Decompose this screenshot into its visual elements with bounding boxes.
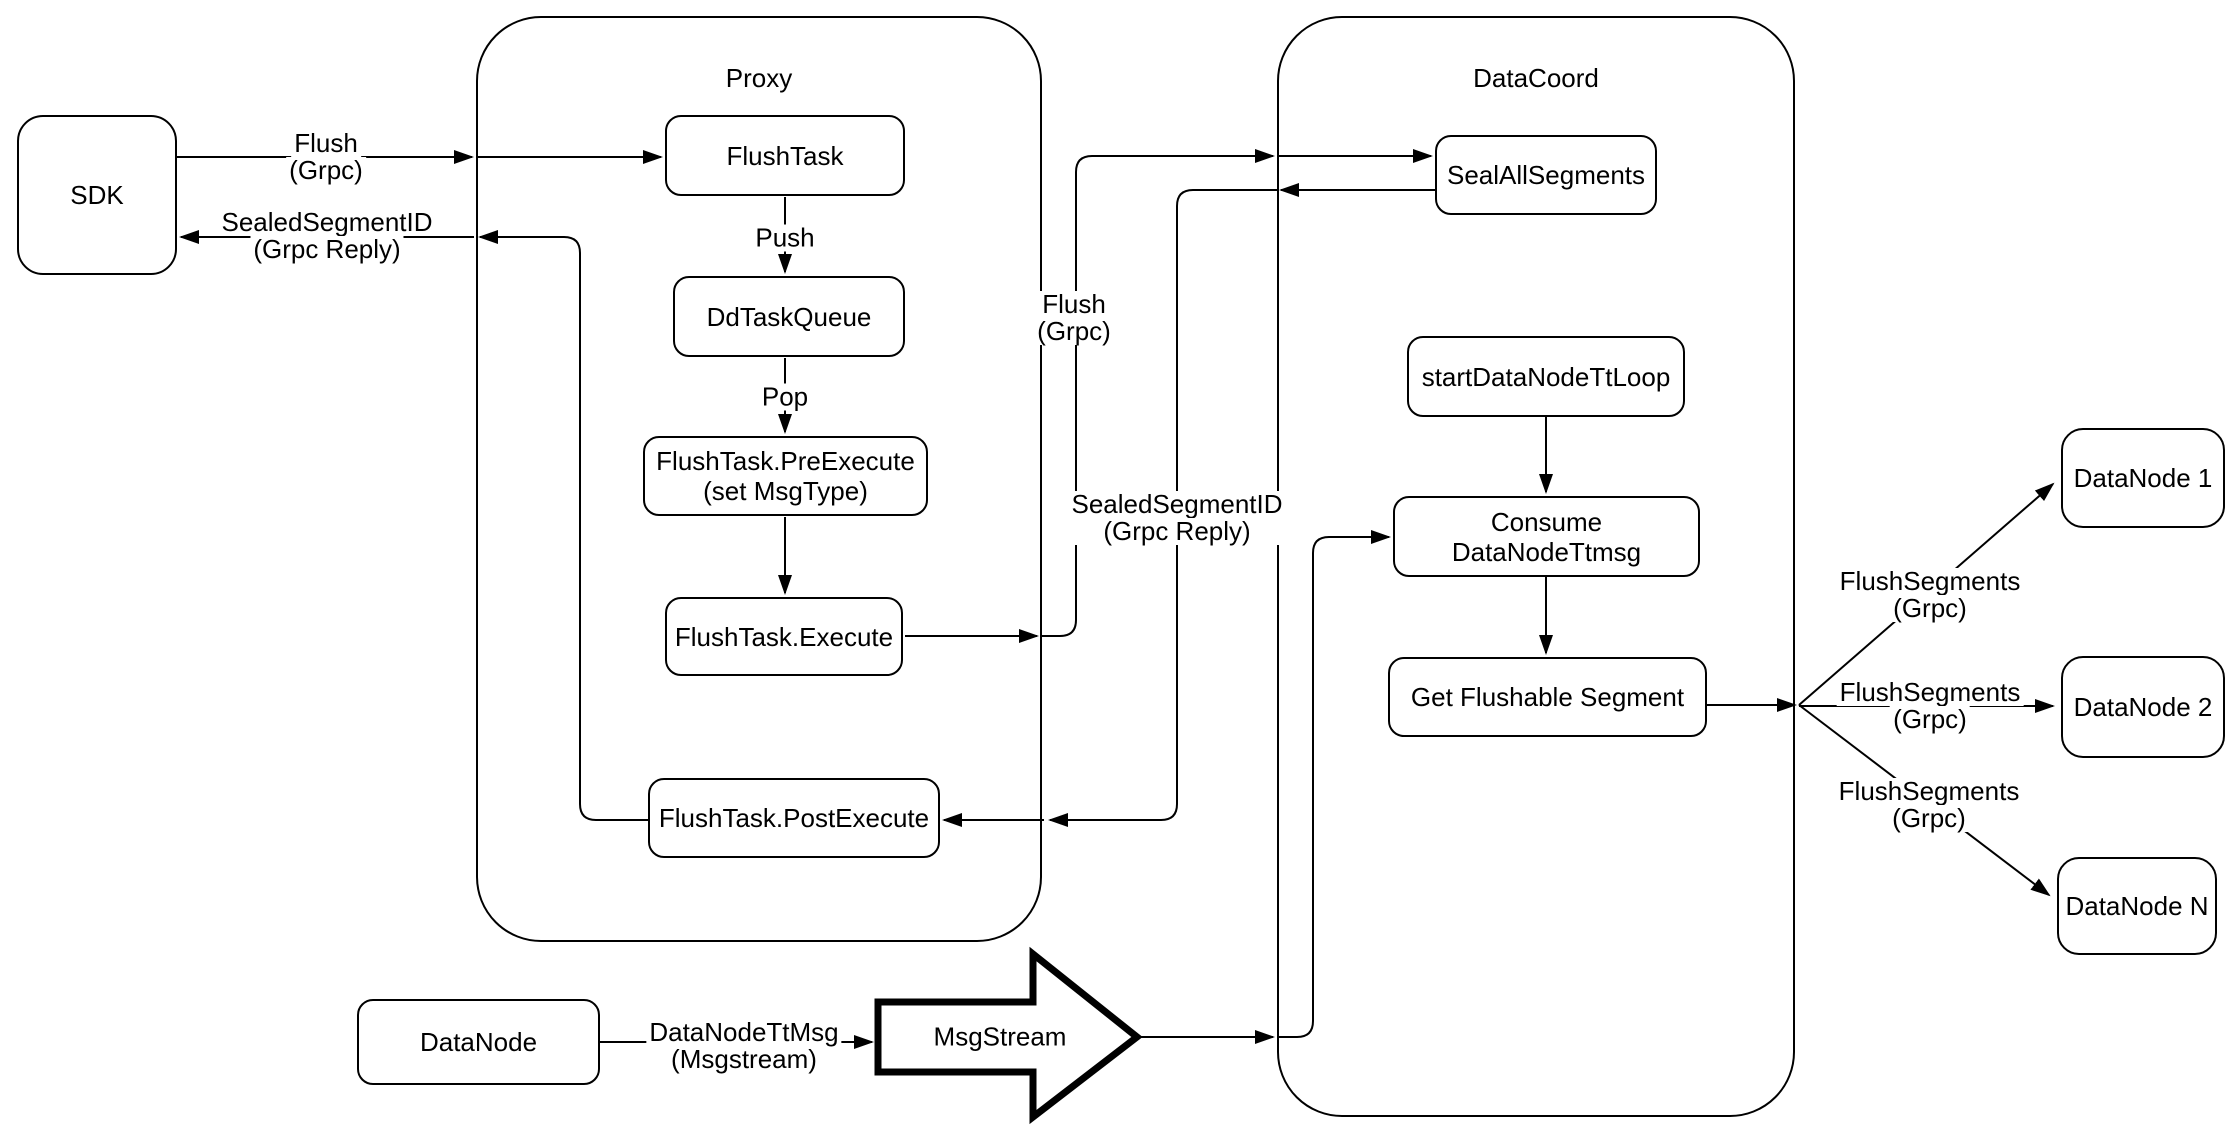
- edge-label-datanodettmsg: DataNodeTtMsg (Msgstream): [646, 1019, 842, 1073]
- node-datanode-2-label: DataNode 2: [2073, 692, 2213, 722]
- node-datanode-2: DataNode 2: [2061, 656, 2225, 758]
- edge-label-flush-grpc-left: Flush (Grpc): [286, 130, 366, 184]
- node-flush-task-post-execute: FlushTask.PostExecute: [648, 778, 940, 858]
- node-datanode-1: DataNode 1: [2061, 428, 2225, 528]
- node-seal-all-segments: SealAllSegments: [1435, 135, 1657, 215]
- node-execute-label: FlushTask.Execute: [674, 621, 894, 652]
- edge-label-flushsegments-2: FlushSegments (Grpc): [1836, 679, 2024, 733]
- edge-label-sealedsegmentid-mid: SealedSegmentID (Grpc Reply): [1068, 491, 1286, 545]
- edge-label-sealedsegmentid-left: SealedSegmentID (Grpc Reply): [218, 209, 436, 263]
- node-dd-task-queue-label: DdTaskQueue: [706, 301, 872, 332]
- node-sdk: SDK: [17, 115, 177, 275]
- node-dd-task-queue: DdTaskQueue: [673, 276, 905, 357]
- edge-label-pop: Pop: [758, 383, 812, 411]
- datacoord-container-title: DataCoord: [1473, 63, 1599, 93]
- node-flush-task: FlushTask: [665, 115, 905, 196]
- node-start-loop-label: startDataNodeTtLoop: [1421, 361, 1671, 392]
- edge-flush-to-datacoord-edge: [1042, 149, 1275, 637]
- node-post-execute-label: FlushTask.PostExecute: [658, 803, 930, 833]
- node-flush-task-label: FlushTask: [726, 140, 844, 171]
- node-consume-datanode-ttmsg: Consume DataNodeTtmsg: [1393, 496, 1700, 577]
- node-get-flushable-label: Get Flushable Segment: [1410, 682, 1685, 712]
- proxy-container-title: Proxy: [725, 63, 793, 93]
- node-datanode-source-label: DataNode: [419, 1027, 538, 1057]
- edge-label-flush-grpc-mid: Flush (Grpc): [1034, 291, 1114, 345]
- node-consume-label: Consume DataNodeTtmsg: [1451, 506, 1642, 567]
- node-pre-execute-line1: FlushTask.PreExecute: [656, 446, 915, 476]
- msgstream-label: MsgStream: [933, 1021, 1067, 1052]
- node-seal-all-segments-label: SealAllSegments: [1447, 160, 1645, 190]
- node-datanode-n-label: DataNode N: [2065, 891, 2209, 921]
- node-flush-task-execute: FlushTask.Execute: [665, 597, 903, 676]
- node-get-flushable-segment: Get Flushable Segment: [1388, 657, 1707, 737]
- edge-label-flushsegments-1: FlushSegments (Grpc): [1836, 568, 2024, 622]
- node-flush-task-pre-execute: FlushTask.PreExecute (set MsgType): [643, 436, 928, 516]
- edge-label-flushsegments-3: FlushSegments (Grpc): [1835, 778, 2023, 832]
- edge-label-push: Push: [752, 224, 818, 252]
- node-pre-execute-line2: (set MsgType): [703, 476, 868, 506]
- node-datanode-1-label: DataNode 1: [2073, 463, 2213, 493]
- node-start-datanode-tt-loop: startDataNodeTtLoop: [1407, 336, 1685, 417]
- node-datanode-source: DataNode: [357, 999, 600, 1085]
- node-datanode-n: DataNode N: [2057, 857, 2217, 955]
- node-sdk-label: SDK: [70, 180, 124, 210]
- proxy-container: [476, 16, 1042, 942]
